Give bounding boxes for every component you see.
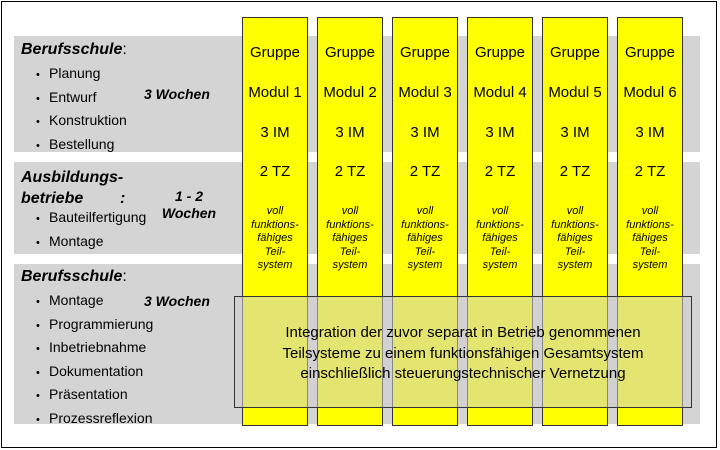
tz-count: 2 TZ — [484, 163, 516, 180]
integration-text: Integration der zuvor separat in Betrieb… — [282, 324, 644, 382]
duration-label: 3 Wochen — [144, 86, 210, 102]
group-label: Gruppe — [549, 44, 601, 61]
list-item: •Bestellung — [36, 135, 115, 152]
result-label: voll funktions- fähiges Teil- system — [251, 205, 299, 271]
module-label: Modul 4 — [473, 84, 527, 101]
duration-label: 3 Wochen — [144, 293, 210, 309]
phase-title-colon: : — [120, 190, 126, 207]
im-count: 3 IM — [485, 124, 515, 141]
im-count: 3 IM — [560, 124, 590, 141]
im-count: 3 IM — [410, 124, 440, 141]
tz-count: 2 TZ — [259, 163, 291, 180]
list-item: •Montage — [36, 292, 104, 308]
result-label: voll funktions- fähiges Teil- system — [401, 205, 449, 271]
list-item: •Prozessreflexion — [36, 409, 153, 426]
list-item: •Montage — [36, 232, 104, 249]
module-label: Modul 2 — [323, 84, 377, 101]
task-list: •Bauteilfertigung •Montage — [36, 207, 146, 254]
list-item: •Präsentation — [36, 386, 128, 402]
im-count: 3 IM — [335, 124, 365, 141]
tz-count: 2 TZ — [409, 163, 441, 180]
result-label: voll funktions- fähiges Teil- system — [551, 205, 599, 271]
list-item: •Bauteilfertigung — [36, 209, 147, 225]
group-label: Gruppe — [324, 44, 376, 61]
group-label: Gruppe — [474, 44, 526, 61]
im-count: 3 IM — [260, 124, 290, 141]
tz-count: 2 TZ — [634, 163, 666, 180]
result-label: voll funktions- fähiges Teil- system — [626, 205, 674, 271]
im-count: 3 IM — [635, 124, 665, 141]
phase-title: Ausbildungs- betriebe — [21, 169, 124, 207]
task-list: •Planung •Entwurf •Konstruktion •Bestell… — [36, 63, 127, 157]
list-item: •Dokumentation — [36, 362, 144, 379]
list-item: •Planung — [36, 65, 101, 81]
module-label: Modul 5 — [548, 84, 602, 101]
task-list: •Montage •Programmierung •Inbetriebnahme… — [36, 290, 153, 431]
group-label: Gruppe — [399, 44, 451, 61]
list-item: •Konstruktion — [36, 112, 127, 128]
phase-title: Berufsschule: — [21, 41, 127, 58]
module-label: Modul 6 — [623, 84, 677, 101]
module-label: Modul 1 — [248, 84, 302, 101]
duration-label: 1 - 2 Wochen — [161, 188, 217, 221]
list-item: •Inbetriebnahme — [36, 339, 147, 355]
tz-count: 2 TZ — [334, 163, 366, 180]
group-label: Gruppe — [249, 44, 301, 61]
list-item: •Programmierung — [36, 315, 154, 332]
result-label: voll funktions- fähiges Teil- system — [476, 205, 524, 271]
module-label: Modul 3 — [398, 84, 452, 101]
phase-title: Berufsschule: — [21, 268, 127, 285]
group-label: Gruppe — [624, 44, 676, 61]
integration-box: Integration der zuvor separat in Betrieb… — [234, 296, 692, 408]
list-item: •Entwurf — [36, 88, 97, 105]
result-label: voll funktions- fähiges Teil- system — [326, 205, 374, 271]
tz-count: 2 TZ — [559, 163, 591, 180]
